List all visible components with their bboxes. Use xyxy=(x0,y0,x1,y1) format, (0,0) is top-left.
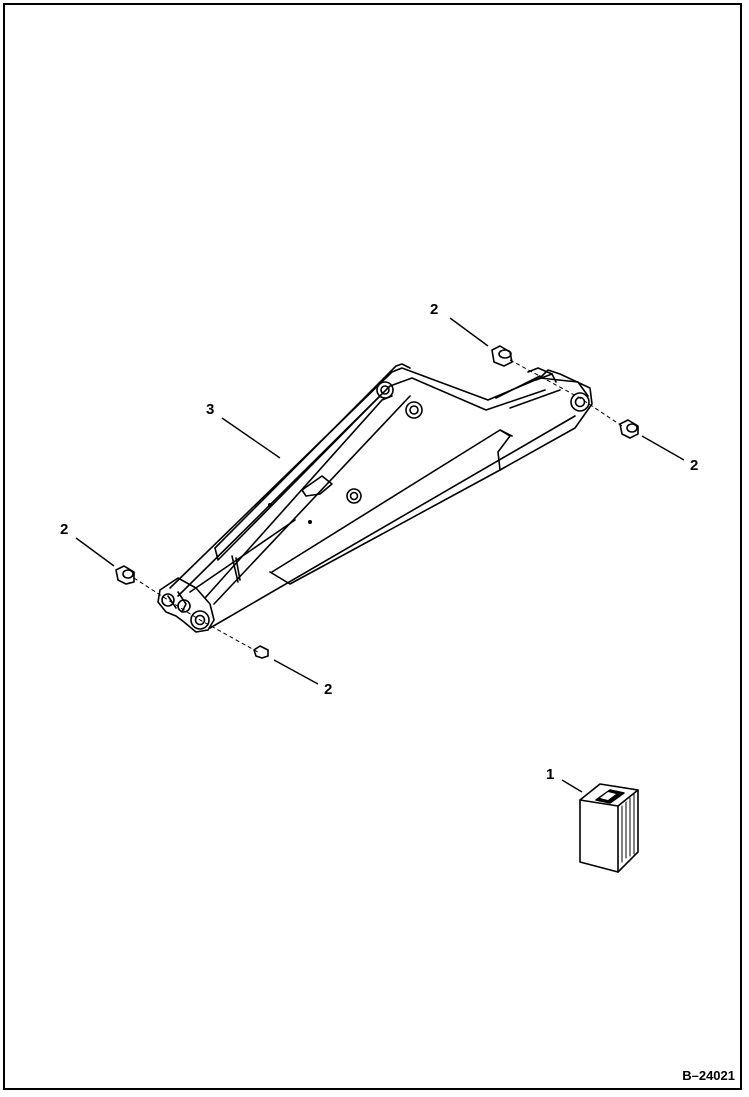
callout-arm: 3 xyxy=(206,401,215,418)
bushing-top xyxy=(491,345,513,367)
arm-part xyxy=(157,363,593,633)
centerlines xyxy=(133,359,623,653)
callout-bushing-bottom: 2 xyxy=(324,681,333,698)
leader-lines xyxy=(75,317,685,793)
drawing-frame xyxy=(3,3,742,1090)
figure-id: B–24021 xyxy=(682,1068,735,1083)
bushing-right xyxy=(619,419,639,439)
decal-kit xyxy=(579,783,639,873)
bushing-left xyxy=(115,565,135,585)
callout-bushing-top: 2 xyxy=(430,301,439,318)
callout-decal-kit: 1 xyxy=(546,766,555,783)
bushing-bottom xyxy=(253,645,269,659)
callout-bushing-left: 2 xyxy=(60,521,69,538)
callout-bushing-right: 2 xyxy=(690,457,699,474)
